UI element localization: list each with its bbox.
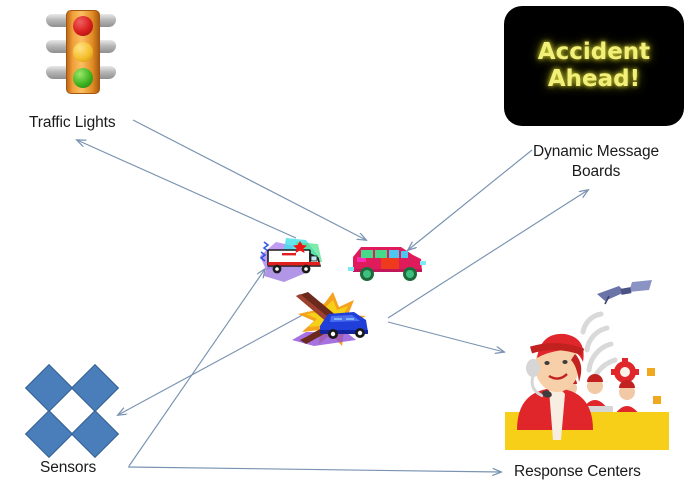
- traffic-light-green-lamp: [73, 68, 93, 88]
- sensors-label: Sensors: [40, 459, 97, 476]
- traffic-lights-label: Traffic Lights: [29, 114, 116, 131]
- suv-icon: [348, 247, 426, 281]
- arrow-crash-to-response-centers: [387, 321, 504, 352]
- call-center-icon: [505, 280, 669, 450]
- traffic-light-icon: [38, 6, 124, 104]
- arrow-crash-to-sensors: [118, 311, 309, 415]
- arrow-traffic-lights-to-ambulance: [132, 119, 366, 240]
- traffic-light-yellow-lamp: [73, 42, 93, 62]
- arrow-sensors-to-ambulance: [128, 269, 265, 467]
- car-crash-icon: [292, 292, 368, 346]
- foreground-operator: [517, 333, 593, 440]
- arrow-message-boards-to-suv: [408, 149, 533, 250]
- gear-badge-icon: [611, 358, 639, 386]
- arrow-center-to-traffic-lights: [77, 140, 297, 239]
- satellite-icon: [597, 280, 652, 305]
- traffic-light-red-lamp: [73, 16, 93, 36]
- arrow-sensors-to-response-centers: [127, 466, 501, 472]
- message-boards-label: Dynamic Message Boards: [533, 143, 659, 180]
- arrow-crash-to-message-boards: [387, 190, 588, 319]
- traffic-light-housing: [66, 10, 100, 94]
- message-board-screen-text: Accident Ahead!: [537, 39, 651, 92]
- message-board-icon: Accident Ahead!: [504, 6, 684, 126]
- ambulance-icon: [259, 238, 322, 282]
- response-centers-label: Response Centers: [514, 463, 641, 480]
